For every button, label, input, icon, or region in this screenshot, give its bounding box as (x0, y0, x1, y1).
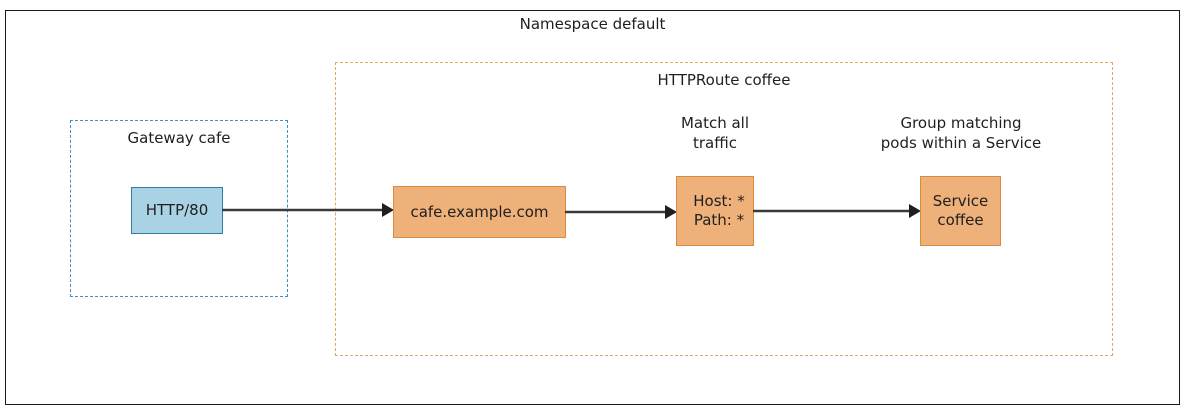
caption-match-line2: traffic (693, 134, 737, 152)
caption-group-matching-pods: Group matching pods within a Service (850, 113, 1072, 153)
arrow-listener-to-hostname (222, 200, 394, 220)
caption-match-line1: Match all (680, 114, 750, 132)
node-match-path: Path: * (693, 211, 745, 229)
node-hostname[interactable]: cafe.example.com (393, 186, 566, 238)
node-service-line1: Service (932, 192, 989, 210)
namespace-title: Namespace default (519, 15, 666, 33)
node-hostname-label: cafe.example.com (410, 202, 549, 221)
gateway-title: Gateway cafe (127, 129, 231, 147)
arrow-hostname-to-match (565, 202, 677, 222)
caption-service-line2: pods within a Service (880, 134, 1042, 152)
node-match-host: Host: * (693, 192, 745, 210)
node-service-coffee[interactable]: Service coffee (920, 176, 1001, 246)
caption-service-line1: Group matching (900, 114, 1022, 132)
node-match-rules[interactable]: Host: * Path: * (676, 176, 754, 246)
node-listener-label: HTTP/80 (145, 201, 209, 219)
httproute-title: HTTPRoute coffee (657, 71, 791, 89)
node-listener-http80[interactable]: HTTP/80 (131, 187, 223, 234)
caption-match-all-traffic: Match all traffic (645, 113, 785, 153)
arrow-match-to-service (753, 201, 921, 221)
gateway-container (70, 120, 288, 297)
node-service-line2: coffee (937, 211, 984, 229)
